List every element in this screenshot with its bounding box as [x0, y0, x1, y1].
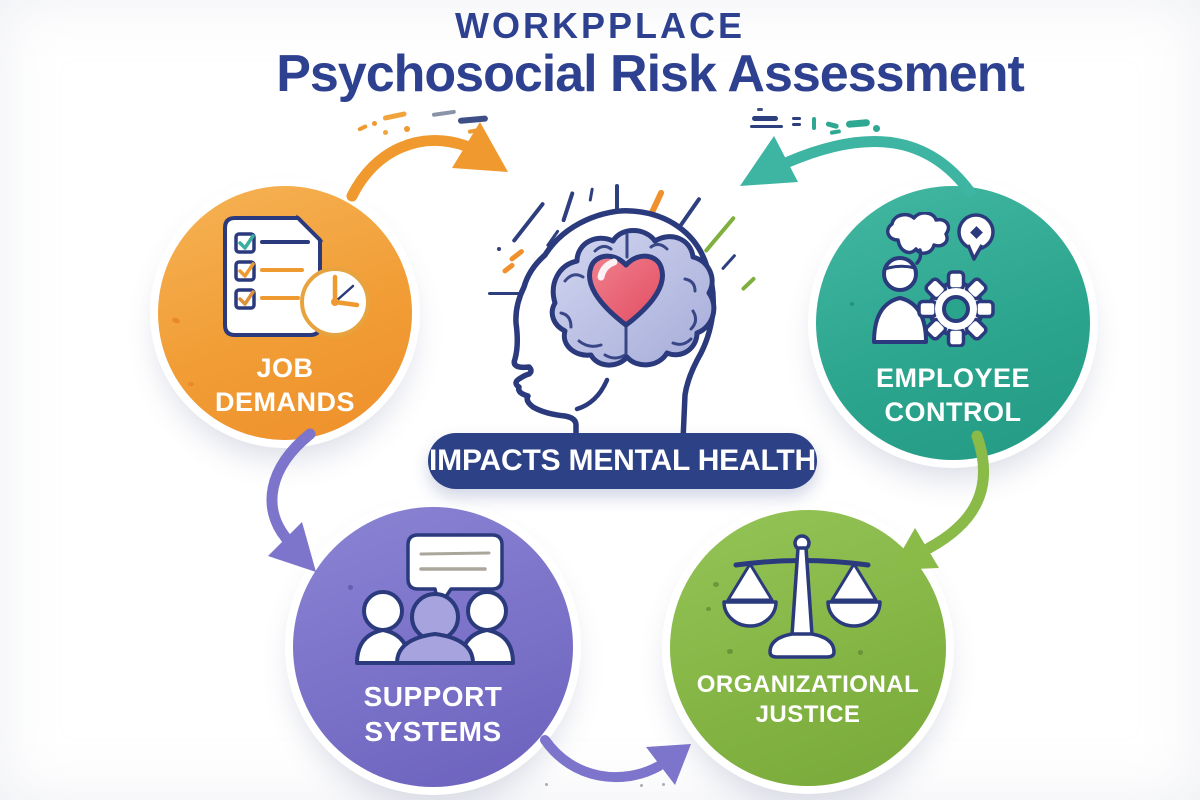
factor-label: JOB DEMANDS	[158, 352, 412, 420]
factor-label: EMPLOYEE CONTROL	[816, 362, 1090, 430]
title-line-1: WORKPPLACE	[455, 5, 745, 46]
factor-circle-employee-control: EMPLOYEE CONTROL	[816, 186, 1090, 460]
justice-scales-icon	[722, 534, 882, 659]
orange-arrow	[346, 122, 508, 202]
people-speech-bubble-icon	[355, 533, 515, 665]
factor-label-line2: JUSTICE	[755, 701, 861, 728]
factor-label-line2: CONTROL	[884, 396, 1022, 427]
factor-label-line2: SYSTEMS	[364, 716, 502, 747]
factor-circle-support-systems: SUPPORT SYSTEMS	[293, 507, 573, 787]
person-gear-icon	[872, 212, 995, 347]
factor-label-line1: SUPPORT	[363, 681, 503, 712]
teal-arrow	[740, 135, 976, 198]
factor-label-line1: EMPLOYEE	[875, 363, 1031, 393]
purple-left-arrow	[266, 428, 316, 572]
factor-label-line2: DEMANDS	[214, 386, 355, 417]
head-brain-heart-icon	[511, 208, 717, 440]
impact-banner-label: IMPACTS MENTAL HEALTH	[429, 444, 816, 477]
title-line-2: Psychosocial Risk Assessment	[276, 44, 1025, 103]
factor-label-line1: JOB	[256, 353, 314, 383]
factor-circle-job-demands: JOB DEMANDS	[158, 186, 412, 440]
factor-label: SUPPORT SYSTEMS	[293, 679, 573, 749]
green-right-arrow	[891, 430, 990, 570]
checklist-clock-icon	[223, 214, 370, 337]
impact-banner: IMPACTS MENTAL HEALTH	[428, 433, 817, 489]
factor-label-line1: ORGANIZATIONAL	[696, 671, 920, 698]
purple-bottom-arrow	[540, 735, 691, 785]
page-title: WORKPPLACE Psychosocial Risk Assessment	[0, 6, 1200, 100]
factor-label: ORGANIZATIONAL JUSTICE	[670, 670, 946, 730]
